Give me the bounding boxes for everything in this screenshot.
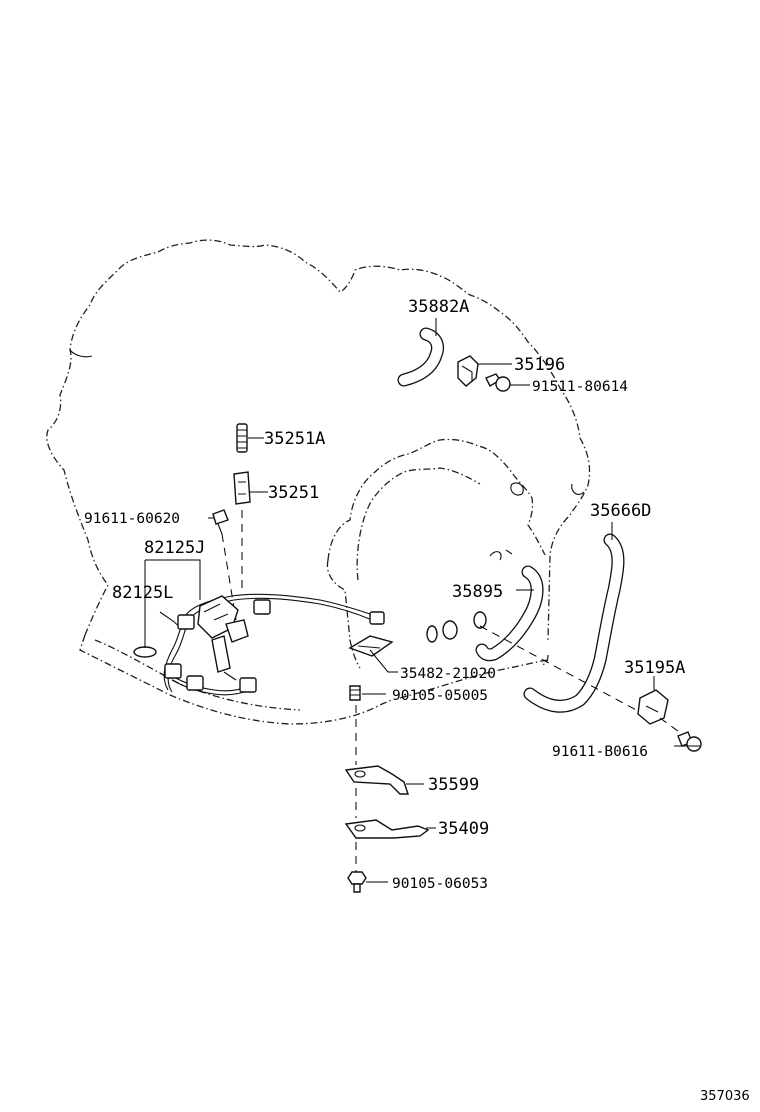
bolt-91611-60620 (212, 509, 229, 535)
bracket-35482-21020 (348, 635, 394, 657)
clamp-35195A (637, 689, 669, 725)
plate-35409 (344, 819, 430, 839)
hose-35666D (523, 533, 625, 713)
label-91611-B0616: 91611-B0616 (552, 744, 648, 760)
bolt-91611-B0616 (677, 731, 702, 752)
label-91511-80614: 91511-80614 (532, 379, 628, 395)
clamp-35196 (457, 355, 479, 387)
pipe-fittings (426, 549, 513, 643)
diagram-code: 357036 (700, 1089, 750, 1104)
label-90105-05005: 90105-05005 (392, 688, 488, 704)
label-35409: 35409 (438, 819, 489, 839)
label-35196: 35196 (514, 355, 565, 375)
label-35599: 35599 (428, 775, 479, 795)
label-35251: 35251 (268, 483, 319, 503)
label-35251A: 35251A (264, 429, 325, 449)
label-35482-21020: 35482-21020 (400, 666, 496, 682)
transaxle-case-outline (46, 239, 591, 725)
o-ring-82125L (133, 646, 157, 658)
bolt-90105-05005 (349, 685, 361, 701)
leader-lines (144, 318, 700, 883)
label-35195A: 35195A (624, 658, 685, 678)
wire-harness-82125J (159, 593, 385, 696)
plate-35599 (344, 765, 409, 795)
bolt-91511-80614 (485, 373, 511, 392)
label-82125J: 82125J (144, 538, 205, 558)
label-90105-06053: 90105-06053 (392, 876, 488, 892)
label-91611-60620: 91611-60620 (84, 511, 180, 527)
hose-35895 (475, 565, 544, 662)
cap-35251A (236, 423, 248, 453)
hose-35882A (397, 327, 445, 387)
label-35895: 35895 (452, 582, 503, 602)
label-35666D: 35666D (590, 501, 651, 521)
bolt-90105-06053 (347, 871, 367, 893)
tube-35251 (233, 471, 251, 505)
label-35882A: 35882A (408, 297, 469, 317)
label-82125L: 82125L (112, 583, 173, 603)
